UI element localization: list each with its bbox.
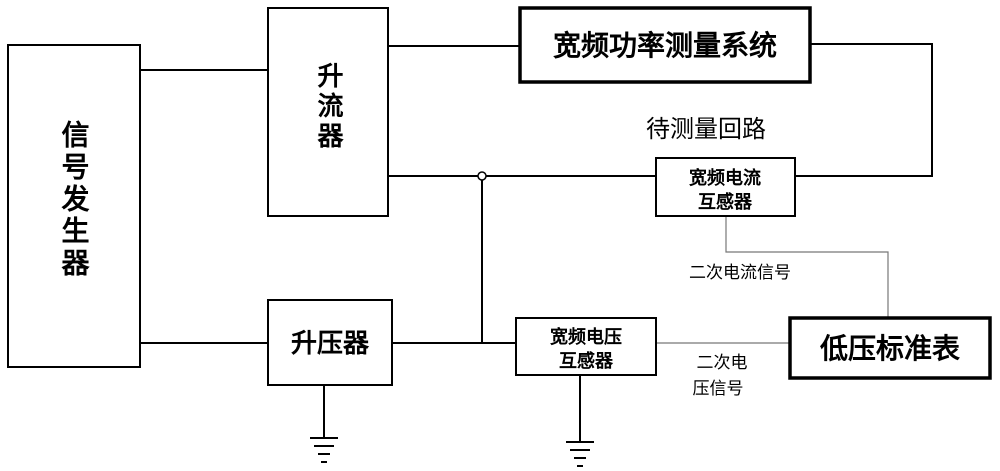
wire-secondary-current: [725, 216, 889, 318]
secondary-current-signal-label: 二次电流信号: [689, 263, 791, 283]
signal-generator-box: [7, 44, 141, 368]
ground-symbol-vt: [566, 441, 594, 467]
wideband-vt-box: [515, 317, 657, 376]
loop-under-test-label: 待测量回路: [646, 115, 766, 143]
wideband-ct-label-line1: 宽频电流: [689, 167, 761, 189]
secondary-voltage-signal-label-line2: 压信号: [693, 379, 744, 399]
wires: [140, 43, 933, 442]
wideband-ct-label-line2: 互感器: [698, 191, 753, 213]
wideband-power-system-box: [518, 6, 812, 84]
wideband-vt-label-line2: 互感器: [559, 350, 614, 372]
junction-node: [477, 171, 487, 181]
secondary-voltage-signal-label-line1: 二次电: [697, 353, 748, 373]
wideband-power-system-label: 宽频功率测量系统: [553, 29, 777, 62]
wideband-vt-label-line1: 宽频电压: [550, 326, 622, 348]
wideband-ct-box: [655, 157, 796, 217]
ground-symbol-voltage-booster: [310, 437, 338, 463]
low-voltage-standard-meter-label: 低压标准表: [819, 332, 960, 365]
wire-power-system-loop: [795, 43, 933, 177]
low-voltage-standard-meter-box: [788, 316, 992, 380]
voltage-booster-label: 升压器: [291, 329, 370, 359]
voltage-booster-box: [267, 299, 393, 386]
signal-generator-label: 信号发生器: [58, 120, 91, 280]
current-booster-box: [267, 7, 389, 217]
current-booster-label: 升流器: [313, 62, 344, 152]
